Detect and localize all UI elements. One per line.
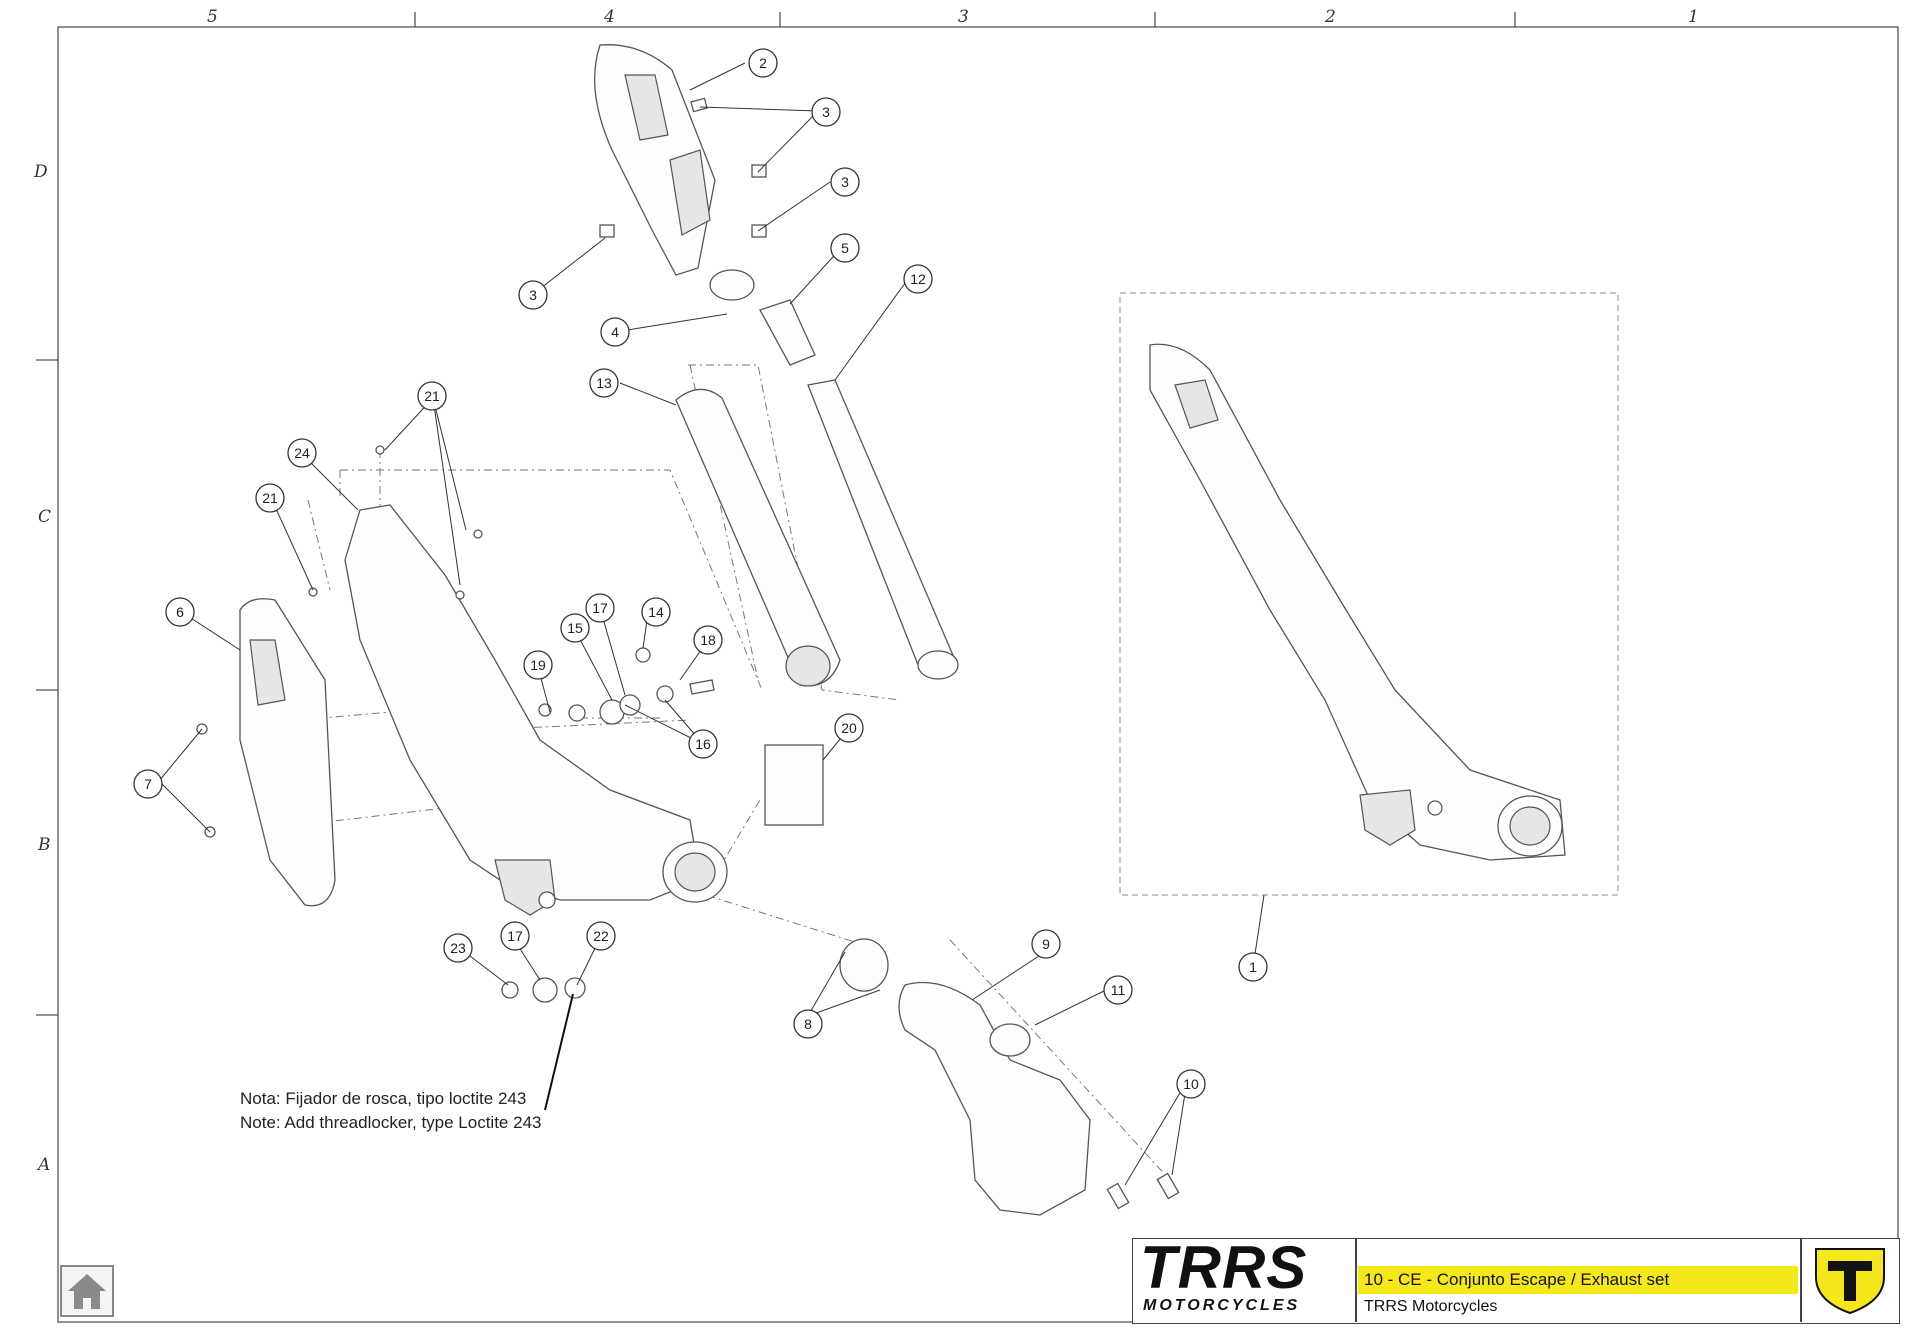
callout-label: 21 xyxy=(262,490,278,506)
callout-24: 24 xyxy=(287,438,317,468)
callout-label: 3 xyxy=(841,174,849,190)
company-name: TRRS Motorcycles xyxy=(1364,1298,1498,1315)
callout-3: 3 xyxy=(518,280,548,310)
callout-1: 1 xyxy=(1238,952,1268,982)
callout-2: 2 xyxy=(748,48,778,78)
callout-17: 17 xyxy=(500,921,530,951)
callout-label: 14 xyxy=(648,604,664,620)
assembly-line xyxy=(340,469,763,691)
callout-label: 20 xyxy=(841,720,857,736)
callout-label: 10 xyxy=(1183,1076,1199,1092)
callout-21: 21 xyxy=(255,483,285,513)
header-seal xyxy=(839,938,889,992)
callout-label: 17 xyxy=(507,928,523,944)
callout-label: 3 xyxy=(529,287,537,303)
home-icon xyxy=(68,1274,106,1309)
zone-row-label: C xyxy=(38,507,51,527)
callout-7: 7 xyxy=(133,769,163,799)
callout-label: 21 xyxy=(424,388,440,404)
callout-15: 15 xyxy=(560,613,590,643)
callout-label: 3 xyxy=(822,104,830,120)
callout-label: 17 xyxy=(592,600,608,616)
callout-5: 5 xyxy=(830,233,860,263)
assembled-exhaust-view xyxy=(1149,343,1566,861)
callout-label: 4 xyxy=(611,324,619,340)
zone-row-label: B xyxy=(37,835,51,855)
threadlocker-note-es: Nota: Fijador de rosca, tipo loctite 243 xyxy=(240,1089,526,1108)
drawing-title: 10 - CE - Conjunto Escape / Exhaust set xyxy=(1358,1266,1798,1294)
zone-column-label: 4 xyxy=(603,7,615,27)
callout-label: 22 xyxy=(593,928,609,944)
callout-22: 22 xyxy=(586,921,616,951)
threadlocker-note-en: Note: Add threadlocker, type Loctite 243 xyxy=(240,1113,541,1132)
callout-13: 13 xyxy=(589,368,619,398)
callout-label: 8 xyxy=(804,1016,812,1032)
packing-end xyxy=(785,645,831,687)
callout-label: 5 xyxy=(841,240,849,256)
callout-6: 6 xyxy=(165,597,195,627)
callout-21: 21 xyxy=(417,381,447,411)
callout-14: 14 xyxy=(641,597,671,627)
brand-logo-subtext: MOTORCYCLES xyxy=(1143,1297,1301,1314)
assembly-line xyxy=(299,704,471,826)
inner-tube xyxy=(807,379,956,671)
callout-label: 16 xyxy=(695,736,711,752)
callout-20: 20 xyxy=(834,713,864,743)
callout-19: 19 xyxy=(523,650,553,680)
callout-10: 10 xyxy=(1176,1069,1206,1099)
zone-column-label: 1 xyxy=(1688,7,1699,27)
callout-23: 23 xyxy=(443,933,473,963)
zone-column-label: 3 xyxy=(958,7,969,27)
seal-ring xyxy=(709,269,755,301)
logo-divider xyxy=(1800,1238,1802,1322)
callout-label: 7 xyxy=(144,776,152,792)
callout-label: 18 xyxy=(700,632,716,648)
callout-17: 17 xyxy=(585,593,615,623)
brand-logo-text: TRRS xyxy=(1140,1234,1308,1301)
callout-3: 3 xyxy=(811,97,841,127)
callout-11: 11 xyxy=(1103,975,1133,1005)
callout-label: 6 xyxy=(176,604,184,620)
callout-label: 15 xyxy=(567,620,583,636)
silencer-end-cap xyxy=(593,44,767,276)
assembly-line xyxy=(949,939,1171,1181)
callout-12: 12 xyxy=(903,264,933,294)
silencer-body xyxy=(344,504,701,901)
callout-label: 24 xyxy=(294,445,310,461)
callout-3: 3 xyxy=(830,167,860,197)
callout-label: 19 xyxy=(530,657,546,673)
callout-9: 9 xyxy=(1031,929,1061,959)
gasket-sheet xyxy=(764,744,824,826)
callout-8: 8 xyxy=(793,1009,823,1039)
brand-divider xyxy=(1355,1238,1357,1322)
callout-label: 13 xyxy=(596,375,612,391)
callout-label: 9 xyxy=(1042,936,1050,952)
zone-row-label: A xyxy=(36,1155,50,1175)
callout-label: 1 xyxy=(1249,959,1257,975)
exhaust-header xyxy=(898,981,1091,1216)
elbow-tube xyxy=(759,299,816,366)
header-gasket-ring xyxy=(989,1023,1031,1057)
trrs-emblem-icon xyxy=(1815,1248,1885,1315)
callout-label: 12 xyxy=(910,271,926,287)
drawing-frame xyxy=(57,26,1899,1323)
callout-label: 11 xyxy=(1111,982,1126,998)
callout-18: 18 xyxy=(693,625,723,655)
callout-4: 4 xyxy=(600,317,630,347)
callout-16: 16 xyxy=(688,729,718,759)
packing-outline xyxy=(688,364,901,701)
home-button[interactable] xyxy=(60,1265,114,1317)
callout-label: 23 xyxy=(450,940,466,956)
callout-leaders xyxy=(158,62,1265,1186)
zone-column-label: 2 xyxy=(1324,7,1336,27)
zone-row-label: D xyxy=(33,162,48,182)
callout-label: 2 xyxy=(759,55,767,71)
zone-column-label: 5 xyxy=(207,7,218,27)
